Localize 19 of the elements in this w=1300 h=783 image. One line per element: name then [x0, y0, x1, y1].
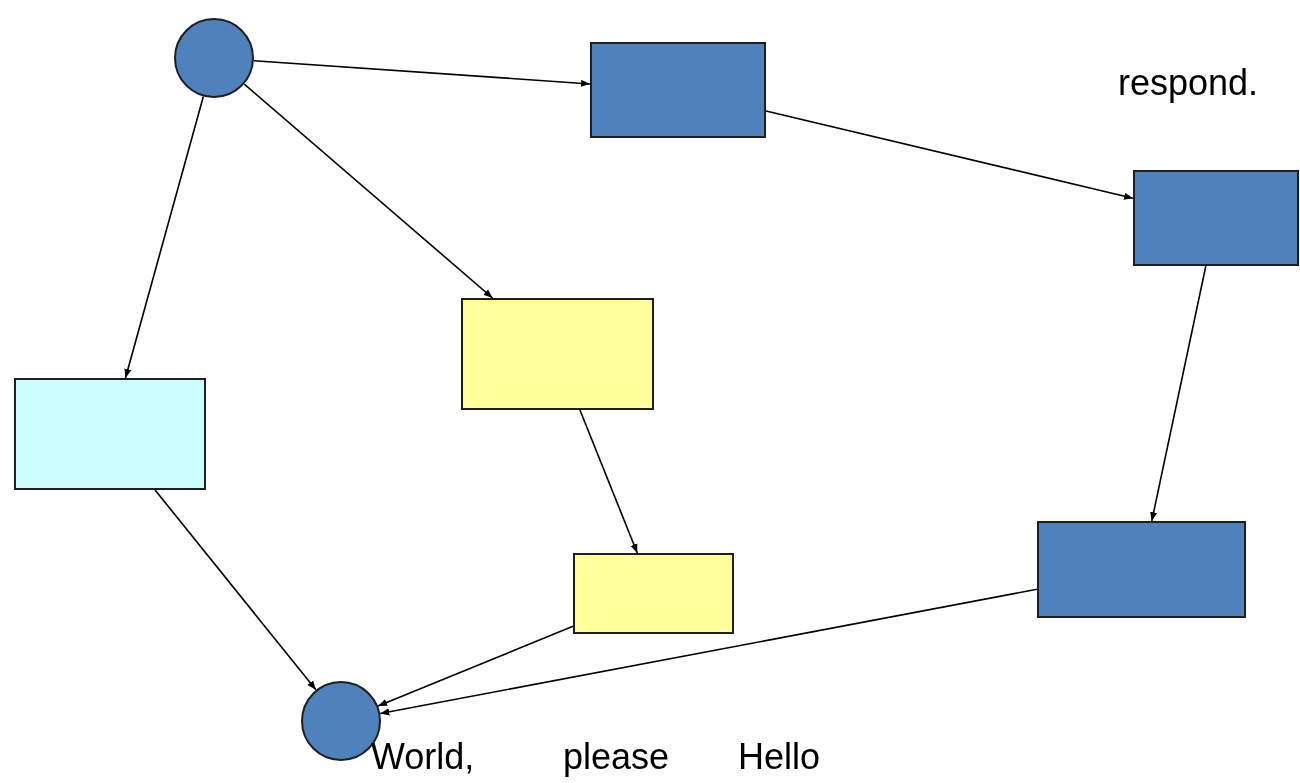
arrow — [253, 59, 591, 87]
process-box — [14, 378, 206, 490]
note-text: World, — [371, 736, 475, 778]
arrow — [1150, 265, 1207, 522]
process-box — [1133, 170, 1299, 266]
note-text: respond. — [1118, 62, 1259, 104]
note-text: please — [563, 736, 670, 778]
arrow — [243, 83, 494, 299]
arrow — [377, 625, 574, 707]
arrow — [379, 588, 1038, 716]
note-text: Hello — [738, 736, 821, 778]
process-box — [573, 553, 734, 634]
process-box — [461, 298, 654, 410]
arrow — [765, 110, 1134, 200]
process-box — [590, 42, 766, 138]
arrow — [124, 95, 205, 379]
process-box — [1037, 521, 1246, 618]
arrow — [154, 489, 317, 691]
arrow — [579, 409, 639, 554]
